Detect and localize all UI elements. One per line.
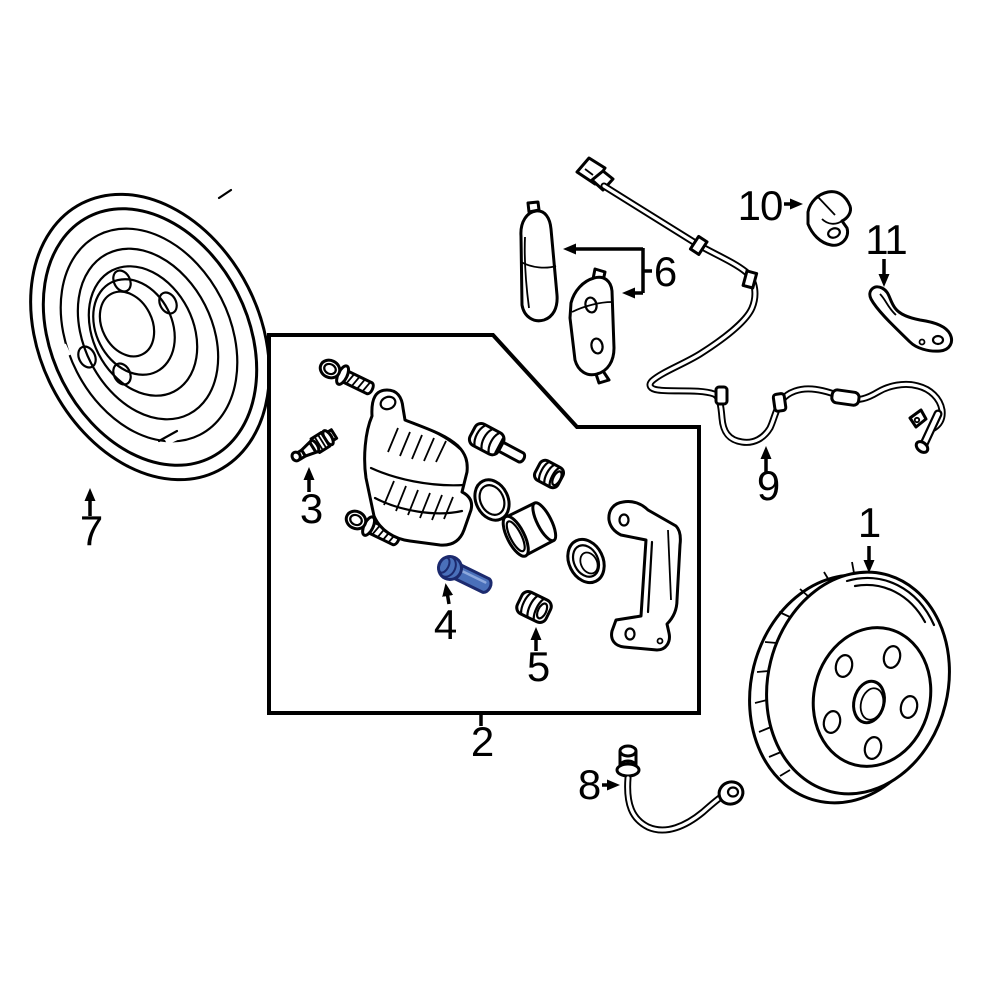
harness-sleeve [830,388,861,407]
abs-sensor-head [908,408,943,454]
part-abs-sensor-harness[interactable] [575,156,946,455]
callout-5-label[interactable]: 5 [526,643,550,690]
part-guide-pin-boot-lower[interactable] [514,589,553,625]
harness-clip [688,234,709,256]
part-caliper-bolt-upper[interactable] [315,354,379,401]
caliper-hatching [383,427,454,521]
callout-6-bracket-lines [563,243,652,299]
callout-7-label[interactable]: 7 [79,507,103,554]
callout-3-label[interactable]: 3 [299,485,323,532]
part-caliper-body[interactable] [363,388,474,547]
part-harness-mount-bracket[interactable] [868,285,954,353]
part-brake-pad-inner[interactable] [568,267,616,385]
part-brake-hose[interactable] [615,744,746,834]
part-guide-pin-selected[interactable] [435,553,495,598]
part-caliper-bracket[interactable] [607,500,682,652]
callout-8-label[interactable]: 8 [577,761,601,808]
harness-clamp [771,392,788,413]
part-harness-clip-bracket[interactable] [806,190,852,247]
callout-10-label[interactable]: 10 [737,182,784,229]
part-brake-pad-outer[interactable] [519,200,559,323]
part-dust-seal[interactable] [561,533,611,588]
part-brake-rotor[interactable] [726,553,972,824]
harness-clip [741,269,759,290]
callout-4-label[interactable]: 4 [433,601,457,648]
part-piston-seal[interactable] [468,474,515,526]
guide-pin-shine [460,569,487,584]
callout-1-label[interactable]: 1 [857,499,881,546]
callout-11-label[interactable]: 11 [865,216,908,263]
callout-9-label[interactable]: 9 [756,462,780,509]
part-caliper-piston[interactable] [498,499,560,560]
callout-2-label[interactable]: 2 [470,718,494,765]
arrow-to-part-4 [442,583,454,605]
harness-clamp [714,385,729,406]
part-bleeder-valve[interactable] [289,427,339,466]
part-guide-pin-boot-upper[interactable] [467,421,529,469]
caliper-assembly-box [267,333,701,715]
callout-6-label[interactable]: 6 [653,248,677,295]
hose-banjo-eyelet [717,780,745,806]
part-dust-shield[interactable] [0,153,316,520]
rotor-vent-hatch [754,561,855,777]
part-pin-boot-small[interactable] [532,458,566,490]
